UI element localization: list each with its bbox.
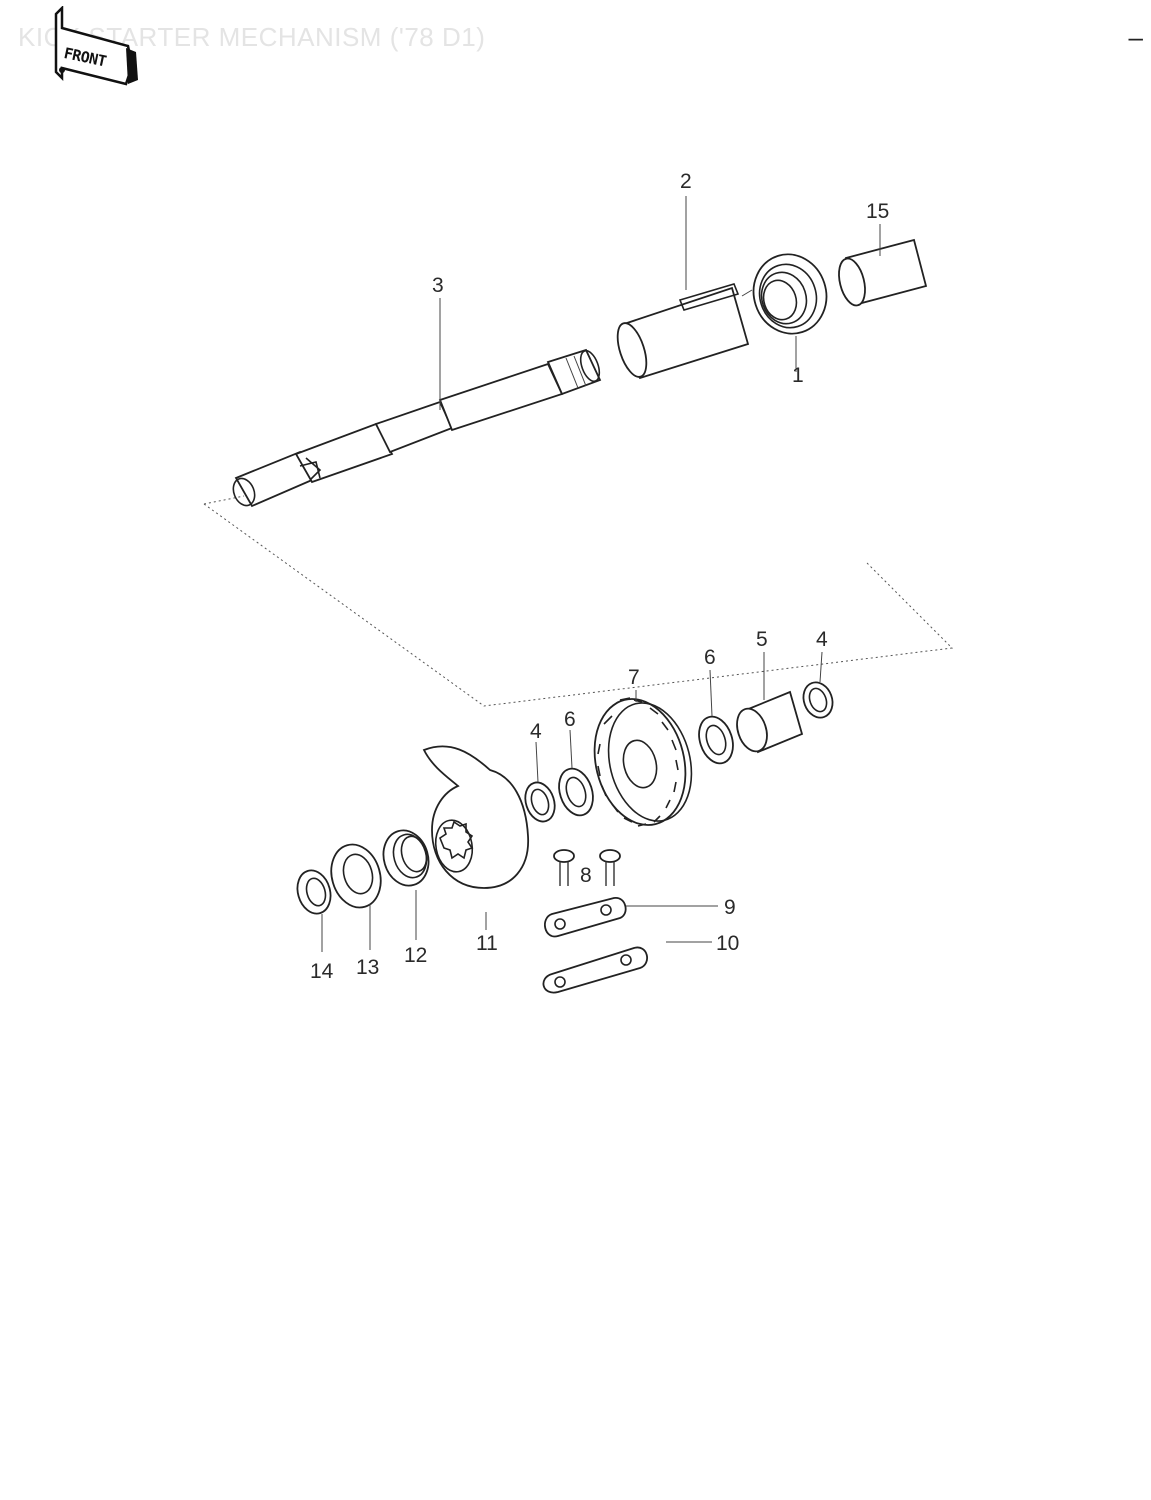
- callout-14: 14: [310, 960, 334, 983]
- washer-right-part: [698, 715, 734, 765]
- callout-10: 10: [716, 932, 739, 955]
- bolts-part: [553, 849, 621, 886]
- callout-4-left: 4: [530, 720, 542, 743]
- spring-small-part: [382, 829, 430, 887]
- washer-13-part: [330, 843, 382, 909]
- page-mark: –: [1128, 22, 1143, 52]
- sleeve-part: [616, 283, 750, 380]
- collar-part: [736, 690, 804, 754]
- callout-12: 12: [404, 944, 427, 967]
- shaft-part: [232, 348, 602, 508]
- callout-8: 8: [580, 864, 592, 887]
- ratchet-part: [422, 745, 529, 889]
- callout-11: 11: [476, 932, 498, 955]
- callout-7: 7: [628, 666, 640, 689]
- gear-part: [593, 697, 693, 827]
- callout-9: 9: [724, 896, 736, 919]
- callout-3: 3: [432, 274, 444, 297]
- plate-9-part: [544, 897, 627, 938]
- callout-2: 2: [680, 170, 692, 193]
- callout-1: 1: [792, 364, 804, 387]
- callout-6-right: 6: [704, 646, 716, 669]
- callout-13: 13: [356, 956, 379, 979]
- callout-4-right: 4: [816, 628, 828, 651]
- callout-5: 5: [756, 628, 768, 651]
- circlip-right-part: [802, 681, 834, 719]
- tube-part: [838, 238, 928, 307]
- callout-15: 15: [866, 200, 889, 223]
- washer-left-part: [558, 767, 594, 817]
- front-arrow-icon: [54, 6, 138, 86]
- plate-10-part: [542, 946, 648, 994]
- callout-6-left: 6: [564, 708, 576, 731]
- assembly-outline: [203, 503, 954, 707]
- spring-part: [741, 253, 828, 335]
- circlip-14-part: [296, 869, 332, 915]
